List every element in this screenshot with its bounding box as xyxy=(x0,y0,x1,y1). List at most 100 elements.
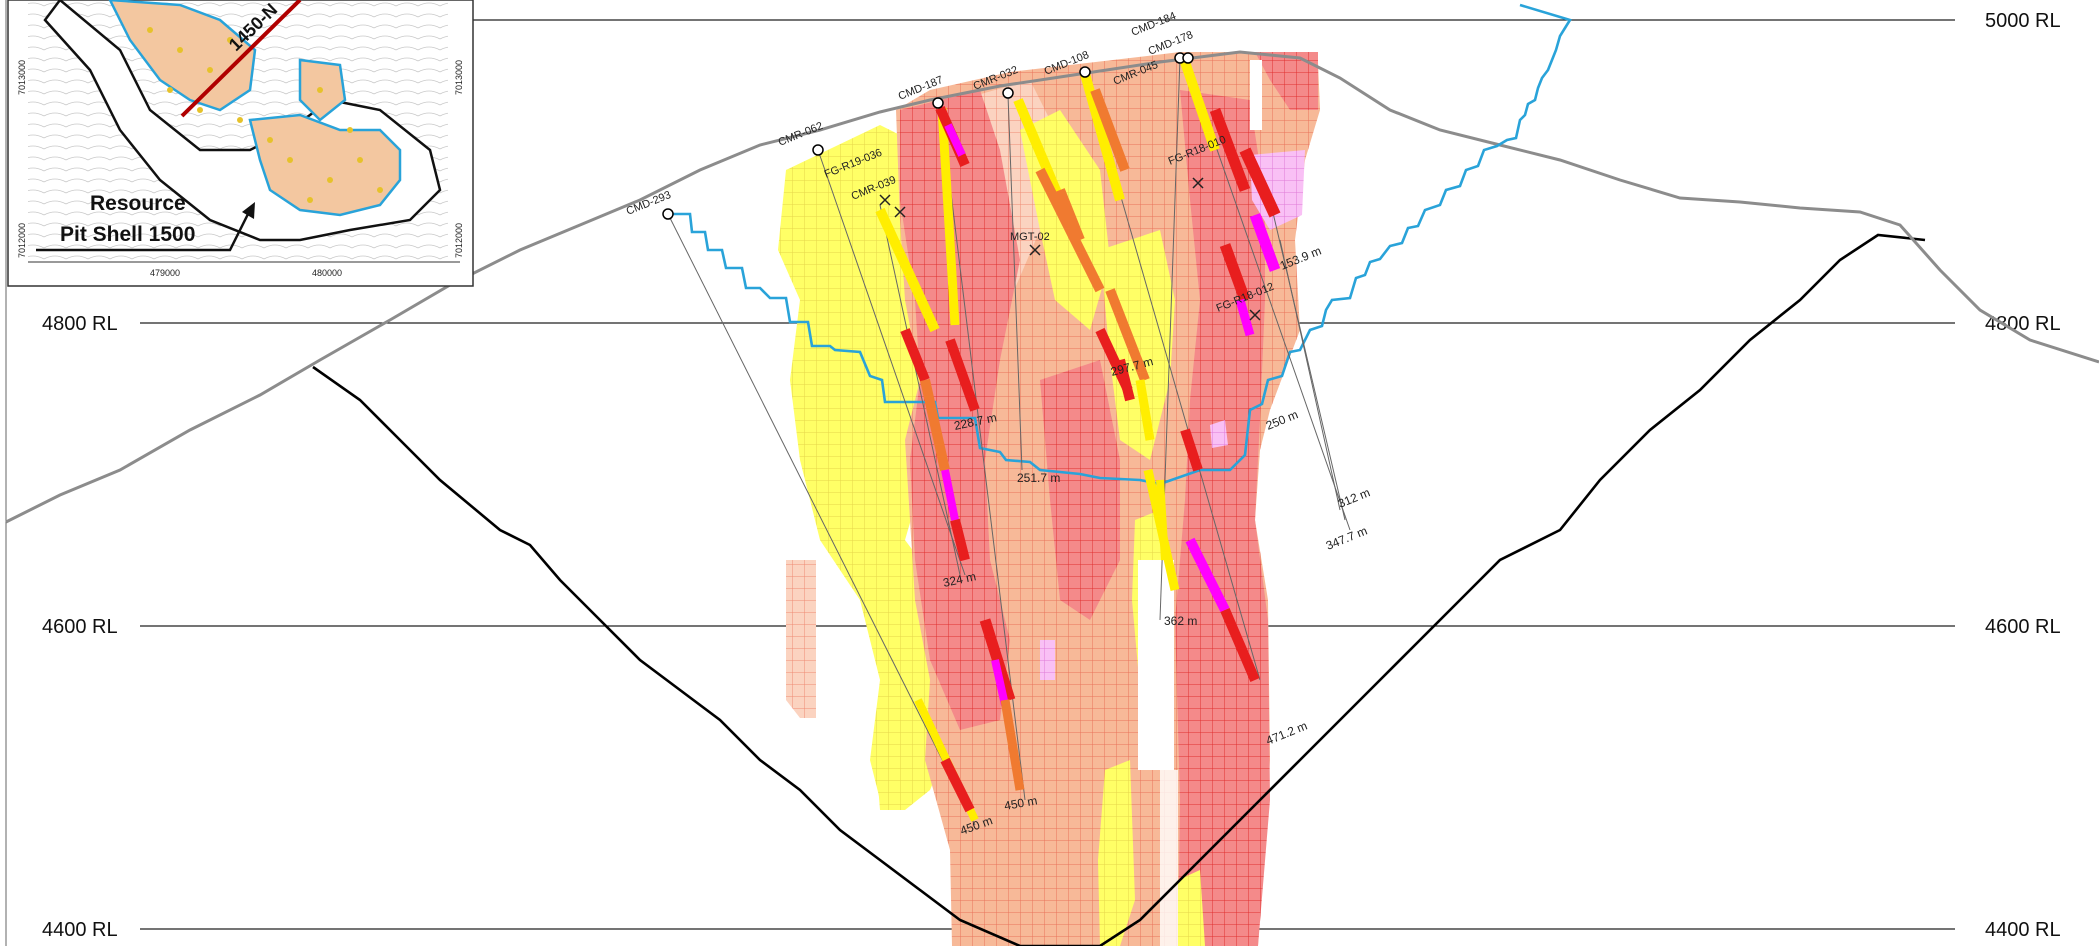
inset-easting-label: 479000 xyxy=(150,268,180,278)
hole-label-mgt-02: MGT-02 xyxy=(1010,231,1050,243)
hole-cross-marks xyxy=(879,177,1261,321)
drill-hole-trace xyxy=(817,149,966,576)
topography-surface xyxy=(5,50,2099,524)
inset-northing-label: 7012000 xyxy=(454,223,464,258)
assay-interval-red xyxy=(1219,243,1251,302)
assay-interval-magenta xyxy=(941,469,959,521)
drill-collar xyxy=(1002,87,1014,99)
drill-collar xyxy=(932,97,944,109)
assay-interval-yellow xyxy=(1080,72,1125,202)
assay-interval-yellow xyxy=(1013,98,1065,202)
assay-interval-magenta xyxy=(1235,298,1255,337)
cross-mark xyxy=(1249,309,1261,321)
assay-interval-orange xyxy=(1105,288,1150,382)
assay-interval-orange xyxy=(1035,167,1105,293)
resource-boundary-line xyxy=(668,3,1573,486)
inset-map: 1450-N Resource Pit Shell 1500 479000 48… xyxy=(7,0,474,287)
assay-interval-red xyxy=(1220,608,1260,682)
rl-label-4800-left: 4800 RL xyxy=(42,313,118,335)
depth-label: 251.7 m xyxy=(1017,471,1060,485)
block-model-top-red xyxy=(1255,52,1318,110)
drill-hole-trace xyxy=(879,204,961,576)
block-model-mid-grade-west xyxy=(786,560,816,718)
assay-interval-red xyxy=(950,518,970,562)
rl-label-4600-left: 4600 RL xyxy=(42,616,118,638)
inset-title-line1: Resource xyxy=(90,192,186,215)
block-model-low-grade-lower xyxy=(876,730,930,810)
drill-collar xyxy=(1182,52,1194,64)
drill-hole-trace xyxy=(1007,94,1023,471)
inset-northing-label: 7012000 xyxy=(17,223,27,258)
assay-interval-magenta xyxy=(944,123,966,157)
rl-label-4400-left: 4400 RL xyxy=(42,919,118,941)
cross-mark xyxy=(1029,244,1041,256)
assay-interval-yellow xyxy=(875,207,940,333)
inset-northing-label: 7013000 xyxy=(454,60,464,95)
block-model-low-grade-lower-3 xyxy=(1178,870,1205,946)
inset-section-line xyxy=(180,0,302,118)
inset-title-line2: Pit Shell 1500 xyxy=(60,223,195,246)
depth-label: 471.2 m xyxy=(1264,719,1309,748)
assay-interval-red xyxy=(1239,147,1281,218)
resource-pit-shell xyxy=(312,233,1926,946)
drill-collar xyxy=(662,208,674,220)
assay-interval-orange xyxy=(1090,88,1130,172)
drill-hole-trace xyxy=(1279,239,1341,511)
rl-label-4600-right: 4600 RL xyxy=(1985,616,2061,638)
assay-interval-red xyxy=(945,338,980,412)
inset-arrow xyxy=(36,209,252,252)
block-model-low-grade-core-2 xyxy=(1100,230,1175,460)
inset-arrowhead xyxy=(242,202,255,219)
inset-drill-dots xyxy=(147,27,383,203)
block-model-very-high-grade-2 xyxy=(1210,420,1228,448)
drill-collars xyxy=(662,52,1194,220)
assay-interval-magenta xyxy=(991,659,1009,706)
assay-interval-red xyxy=(1180,428,1203,472)
assay-interval-red xyxy=(900,328,930,382)
hole-label-cmd-184: CMD-184 xyxy=(1130,10,1178,39)
assay-interval-yellow xyxy=(1156,479,1169,561)
inset-northing-label: 7013000 xyxy=(17,60,27,95)
block-model-low-grade-lower-2 xyxy=(1098,760,1135,946)
assay-interval-red xyxy=(940,757,975,813)
assay-intervals xyxy=(875,60,1281,822)
depth-label: 362 m xyxy=(1164,614,1197,628)
assay-interval-magenta xyxy=(1249,213,1281,272)
assay-interval-magenta xyxy=(1185,537,1230,613)
block-model-high-grade xyxy=(900,90,1020,730)
assay-interval-yellow xyxy=(1135,379,1155,441)
assay-interval-yellow xyxy=(937,107,960,326)
inset-resource-zone xyxy=(248,113,402,217)
drill-hole-trace xyxy=(939,102,1026,801)
block-model-low-grade-west xyxy=(786,160,860,380)
block-model-very-high-grade-3 xyxy=(1040,640,1055,680)
cross-mark xyxy=(879,194,891,206)
assay-interval-red xyxy=(1095,327,1133,393)
assay-interval-red xyxy=(1209,108,1251,192)
assay-interval-orange xyxy=(1055,188,1085,242)
depth-label: 347.7 m xyxy=(1324,524,1369,553)
block-model-gap-2 xyxy=(1250,60,1262,130)
cross-mark xyxy=(1192,177,1204,189)
block-model-high-grade-east xyxy=(1175,90,1270,946)
assay-interval-orange xyxy=(1000,699,1025,791)
drill-collar xyxy=(812,144,824,156)
depth-label: 324 m xyxy=(942,569,978,590)
rl-label-5000-right: 5000 RL xyxy=(1985,10,2061,32)
drill-hole-trace xyxy=(667,213,976,826)
depth-label: 312 m xyxy=(1336,485,1372,510)
inset-easting-label: 480000 xyxy=(312,268,342,278)
depth-label: 450 m xyxy=(1003,793,1038,813)
rl-label-4400-right: 4400 RL xyxy=(1985,919,2061,941)
assay-interval-yellow xyxy=(1180,60,1220,152)
drill-collar xyxy=(1079,66,1091,78)
block-model-very-high-grade xyxy=(1250,150,1305,230)
block-model-high-grade-mid xyxy=(1040,360,1120,620)
block-model-gap-3 xyxy=(1160,770,1178,946)
rl-label-4800-right: 4800 RL xyxy=(1985,313,2061,335)
cross-mark xyxy=(894,206,906,218)
block-model-gap-1 xyxy=(1138,560,1174,770)
block-model xyxy=(778,52,1320,946)
assay-interval-orange xyxy=(920,378,950,472)
